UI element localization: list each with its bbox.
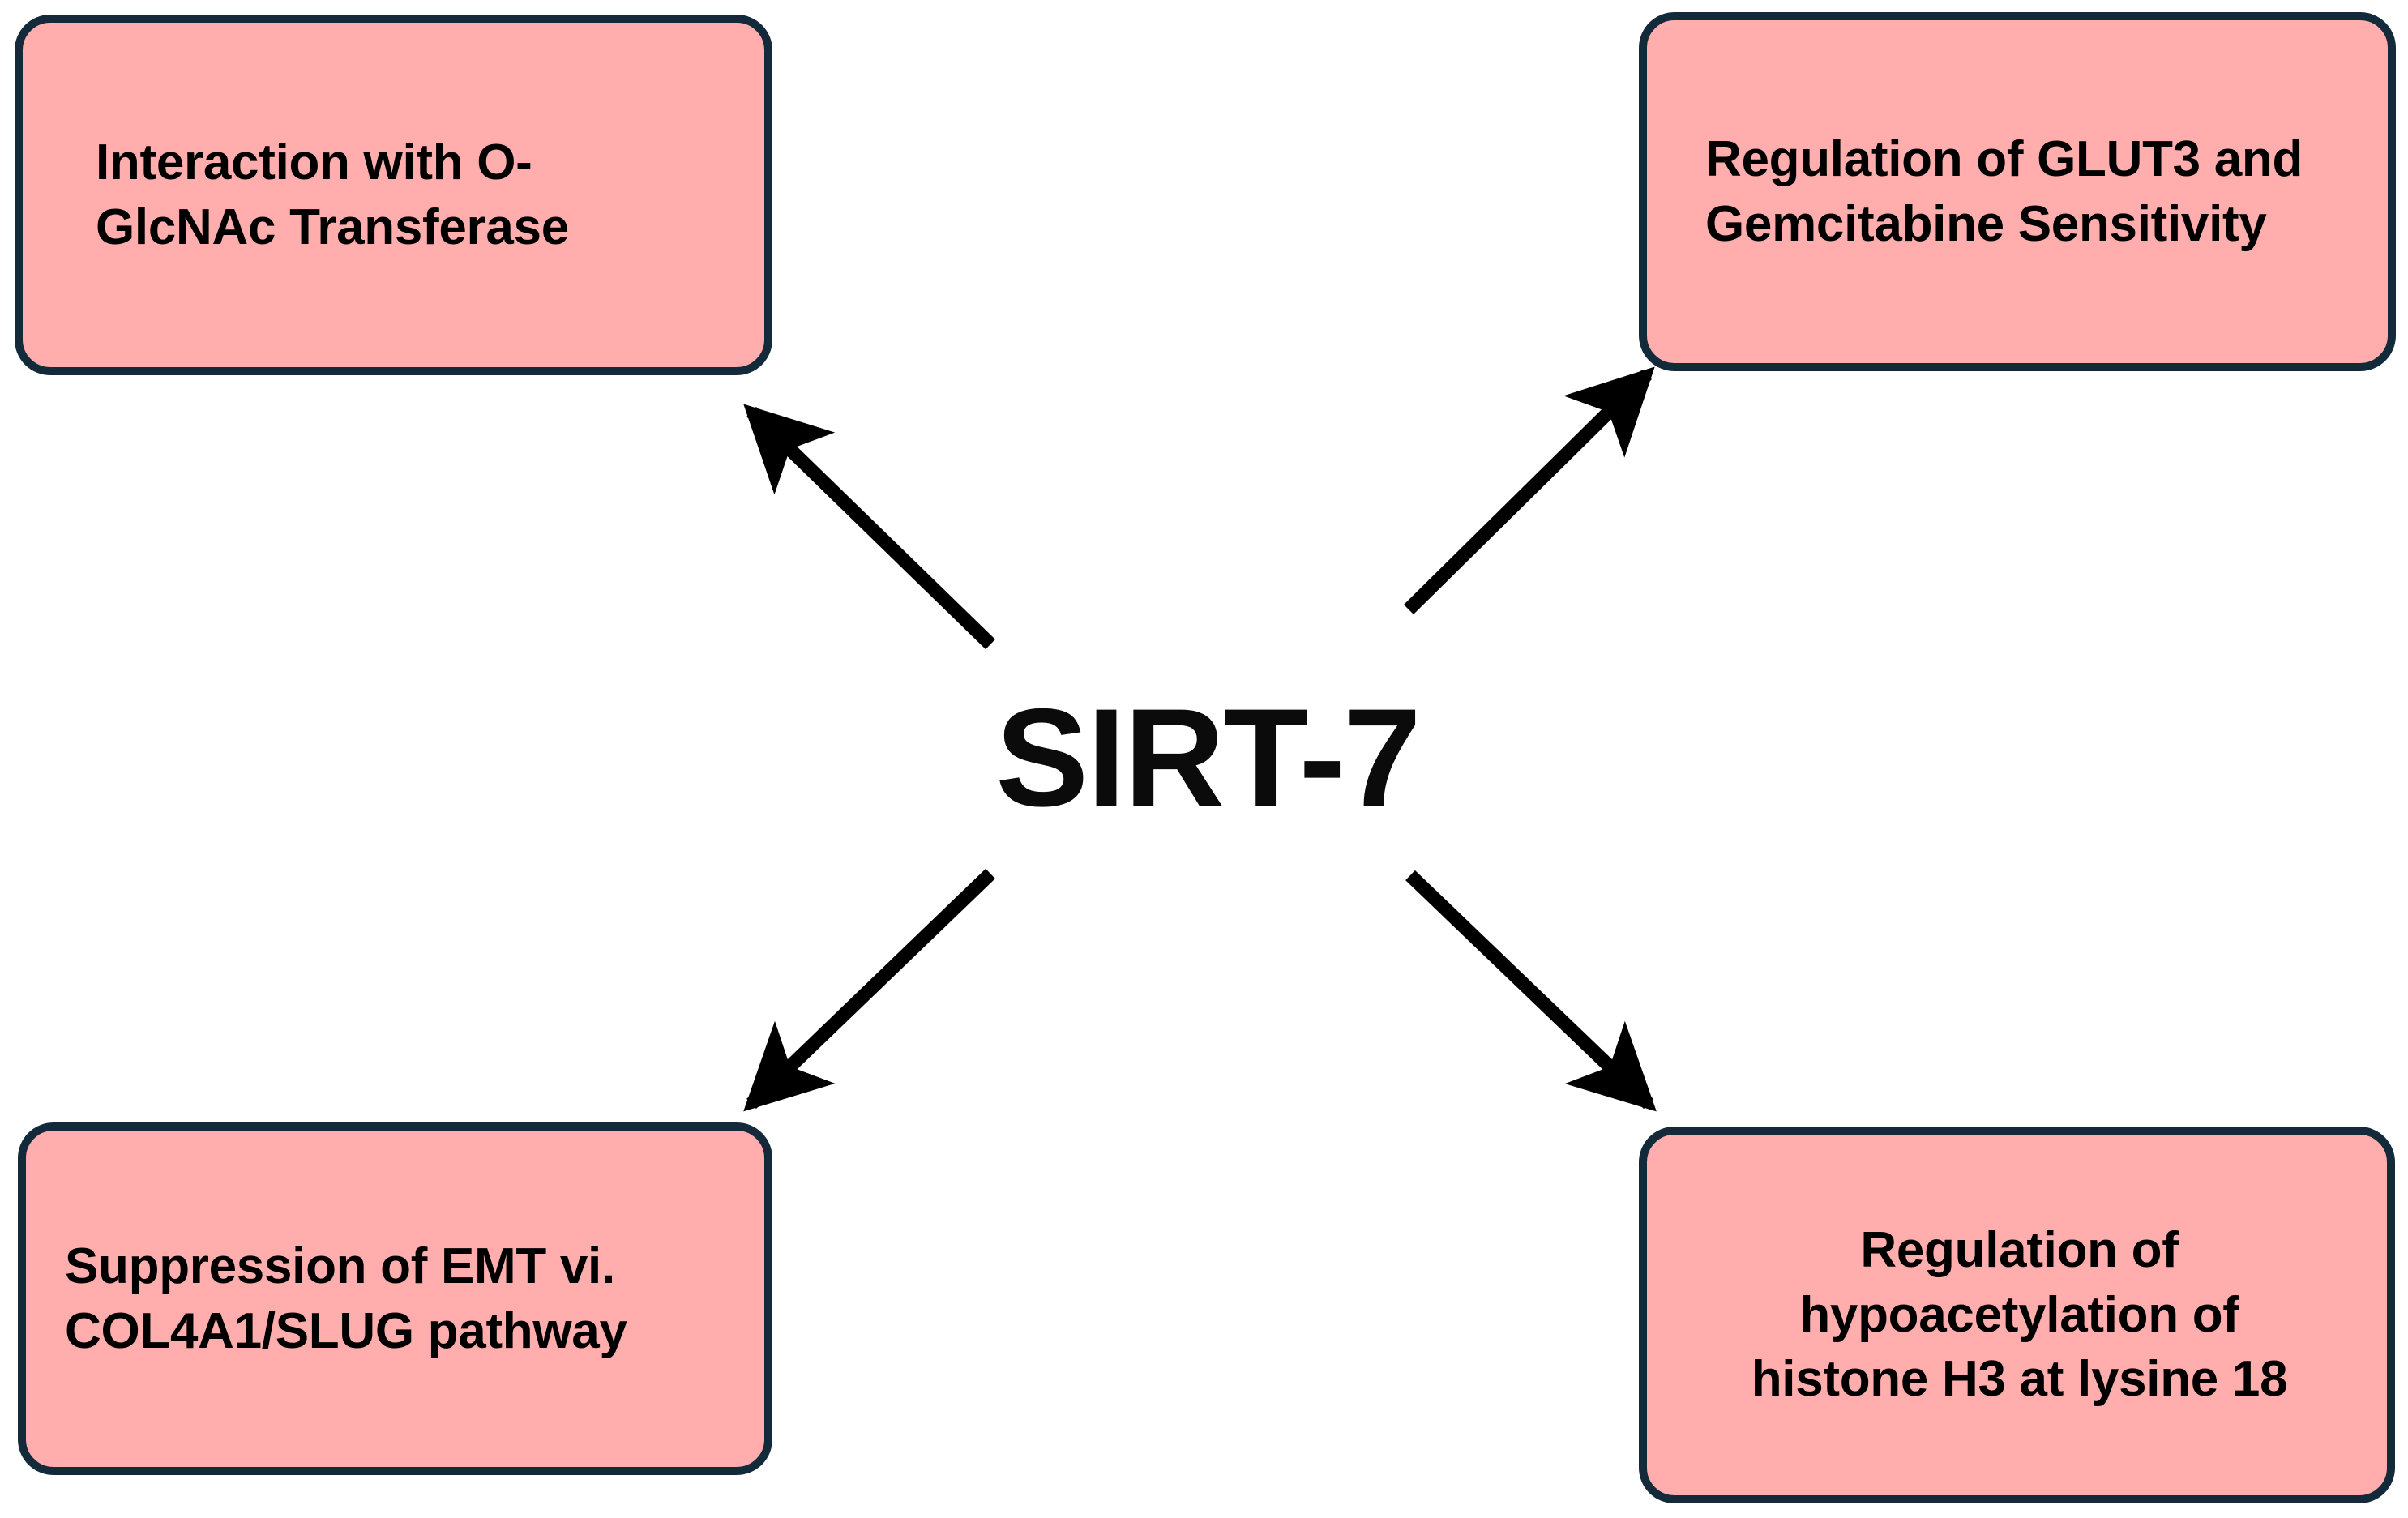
arrow-center-to-top-right — [1404, 366, 1655, 615]
node-label: Regulation of hypoacetylation of histone… — [1751, 1222, 2288, 1408]
node-suppression-of-emt-via-col4a1-slug-pathway[interactable]: Suppression of EMT vi. COL4A1/SLUG pathw… — [18, 1122, 772, 1475]
node-regulation-of-glut3-and-gemcitabine-sensitivity[interactable]: Regulation of GLUT3 and Gemcitabine Sens… — [1639, 12, 2396, 371]
node-label: Suppression of EMT vi. COL4A1/SLUG pathw… — [65, 1238, 627, 1359]
node-label: Interaction with O- GlcNAc Transferase — [96, 135, 569, 255]
arrow-center-to-top-left — [743, 404, 995, 650]
center-node-sirt-7: SIRT-7 — [883, 673, 1532, 843]
node-regulation-of-hypoacetylation-of-histone-h3-at-lysine-18[interactable]: Regulation of hypoacetylation of histone… — [1639, 1127, 2395, 1503]
node-interaction-with-o-glcnac-transferase[interactable]: Interaction with O- GlcNAc Transferase — [15, 15, 772, 375]
arrow-center-to-bottom-right — [1405, 870, 1657, 1112]
node-label: Regulation of GLUT3 and Gemcitabine Sens… — [1705, 131, 2303, 252]
center-node-label: SIRT-7 — [995, 680, 1421, 836]
arrow-center-to-bottom-left — [743, 868, 995, 1112]
